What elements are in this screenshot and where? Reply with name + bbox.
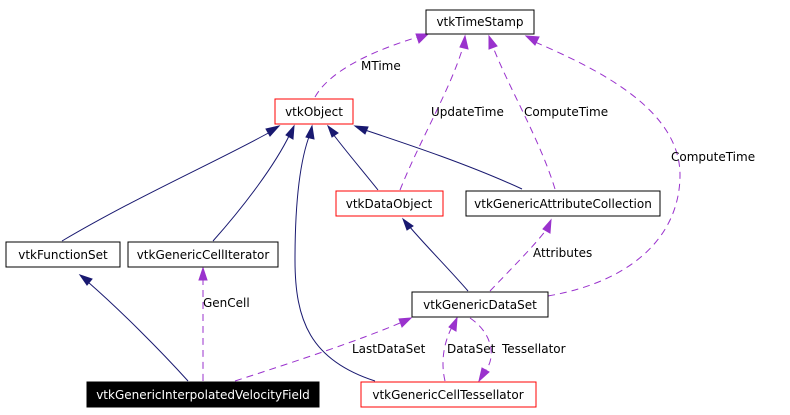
arrow-velocityfield-to-functionset [78, 274, 93, 286]
node-label: vtkGenericDataSet [423, 298, 537, 312]
edge-genericdataset-to-dataobject [408, 225, 469, 292]
arrow-object-to-timestamp [415, 33, 430, 44]
arrow-celliterator-to-object [285, 124, 295, 140]
node-label: vtkFunctionSet [18, 248, 108, 262]
node-vtk-generic-cell-tessellator[interactable]: vtkGenericCellTessellator [360, 381, 537, 408]
edge-functionset-to-object [61, 130, 273, 242]
node-box [127, 241, 279, 268]
arrow-genericdataset-to-attrcollection [542, 218, 552, 234]
edge-velocityfield-to-genericdataset [234, 322, 401, 382]
node-label: vtkGenericInterpolatedVelocityField [96, 388, 310, 402]
edge-genericdataset-to-timestamp [534, 41, 681, 297]
edge-genericdataset-to-attrcollection [489, 229, 547, 292]
label-compute-time-genericdataset: ComputeTime [671, 150, 755, 164]
edge-attrcollection-to-timestamp [492, 46, 556, 190]
label-mtime: MTime [361, 59, 401, 73]
node-vtk-data-object[interactable]: vtkDataObject [335, 190, 444, 217]
edge-labels: MTime UpdateTime ComputeTime ComputeTime… [203, 59, 755, 356]
arrow-attrcollection-to-timestamp [488, 34, 498, 50]
node-label: vtkGenericAttributeCollection [474, 197, 652, 211]
inheritance-edges [61, 124, 523, 382]
edge-tessellator-to-object [294, 133, 376, 382]
node-box [465, 190, 661, 217]
label-last-dataset: LastDataSet [352, 342, 426, 356]
node-box [411, 291, 549, 318]
arrow-dataobject-to-timestamp [459, 34, 469, 50]
arrow-tessellator-to-object [305, 124, 315, 140]
arrow-genericdataset-to-tessellator [478, 367, 490, 383]
usage-edges [198, 33, 681, 383]
edge-dataobject-to-object [332, 133, 379, 191]
node-vtk-generic-cell-iterator[interactable]: vtkGenericCellIterator [127, 241, 279, 268]
node-vtk-generic-data-set[interactable]: vtkGenericDataSet [411, 291, 549, 318]
arrow-attrcollection-to-object [353, 125, 369, 135]
label-update-time: UpdateTime [431, 105, 504, 119]
label-dataset: DataSet [447, 342, 496, 356]
edge-tessellator-to-genericdataset [442, 326, 453, 382]
label-compute-time-attrcollection: ComputeTime [524, 105, 608, 119]
node-label: vtkTimeStamp [436, 15, 523, 29]
arrow-velocityfield-to-celliterator [198, 266, 208, 281]
node-vtk-function-set[interactable]: vtkFunctionSet [5, 241, 121, 268]
edge-attrcollection-to-object [364, 129, 523, 190]
node-box [5, 241, 121, 268]
label-attributes: Attributes [533, 246, 592, 260]
node-label: vtkGenericCellIterator [137, 248, 270, 262]
arrow-genericdataset-to-timestamp [524, 35, 540, 46]
arrow-velocityfield-to-genericdataset [398, 317, 413, 328]
label-tessellator: Tessellator [501, 342, 566, 356]
arrow-tessellator-to-genericdataset [448, 316, 458, 332]
node-label: vtkObject [285, 105, 343, 119]
arrow-genericdataset-to-dataobject [401, 217, 414, 231]
node-vtk-generic-interpolated-velocity-field[interactable]: vtkGenericInterpolatedVelocityField [86, 381, 320, 408]
edge-velocityfield-to-functionset [87, 281, 189, 382]
arrow-functionset-to-object [265, 125, 281, 137]
edge-genericdataset-to-tessellator [469, 317, 492, 372]
node-vtk-generic-attribute-collection[interactable]: vtkGenericAttributeCollection [465, 190, 661, 217]
label-gencell: GenCell [203, 296, 250, 310]
node-label: vtkDataObject [346, 197, 433, 211]
edge-dataobject-to-timestamp [399, 46, 464, 191]
node-label: vtkGenericCellTessellator [372, 388, 523, 402]
node-box [86, 381, 320, 408]
node-box [425, 9, 535, 35]
arrow-dataobject-to-object [326, 124, 339, 138]
node-box [274, 98, 354, 125]
edge-celliterator-to-object [212, 133, 291, 242]
edge-object-to-timestamp [314, 36, 419, 98]
node-vtk-time-stamp[interactable]: vtkTimeStamp [425, 9, 535, 35]
node-vtk-object[interactable]: vtkObject [274, 98, 354, 125]
node-box [335, 190, 444, 217]
node-box [360, 381, 537, 408]
